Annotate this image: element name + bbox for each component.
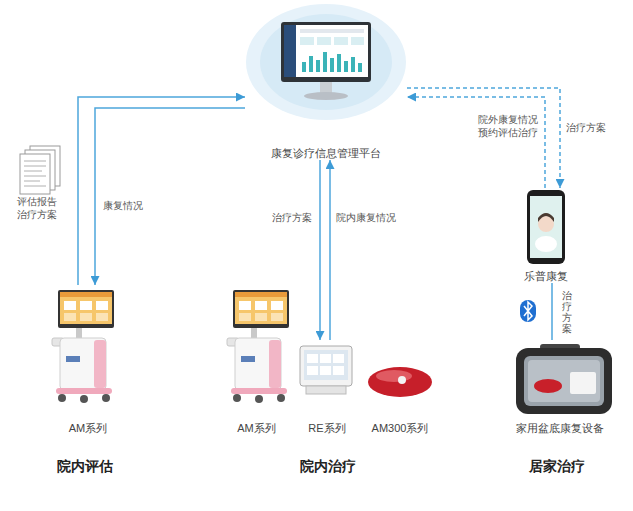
tablet-device (306, 386, 346, 394)
cart-device (52, 290, 114, 403)
platform-monitor (304, 92, 348, 100)
platform-monitor (284, 25, 296, 77)
node-caption: 乐普康复 (524, 270, 568, 283)
phone-device (538, 213, 554, 222)
platform-monitor (300, 37, 314, 45)
red-device (368, 367, 432, 397)
document-icon (20, 154, 50, 194)
platform-monitor (281, 22, 371, 82)
edge-label: 院内康复情况 (336, 212, 396, 225)
node-caption: AM300系列 (372, 422, 429, 435)
bluetooth-icon (520, 300, 536, 322)
flow-connector (78, 97, 245, 285)
tablet-device (333, 354, 344, 363)
section-title: 院内评估 (57, 458, 113, 476)
document-icon (24, 176, 46, 177)
flow-connector (95, 108, 245, 285)
platform-monitor (337, 54, 341, 72)
edge-label: 评估报告 治疗方案 (12, 196, 62, 221)
platform-monitor (330, 58, 334, 72)
edge-label: 院外康复情况 预约评估治疗 (473, 114, 538, 139)
node-caption: 康复诊疗信息管理平台 (271, 147, 381, 160)
node-caption: AM系列 (237, 422, 276, 435)
flow-connector (329, 160, 331, 340)
tablet-device (307, 354, 318, 363)
platform-monitor (358, 63, 362, 72)
platform-monitor (246, 4, 406, 120)
node-caption: AM系列 (69, 422, 108, 435)
platform-monitor (323, 52, 327, 72)
edge-label: 治疗方案 (566, 122, 606, 135)
platform-monitor (309, 56, 313, 72)
platform-monitor (284, 25, 368, 77)
phone-device (527, 190, 565, 264)
platform-monitor (302, 62, 306, 72)
section-title: 院内治疗 (300, 458, 356, 476)
platform-monitor (316, 60, 320, 72)
tablet-device (320, 366, 331, 375)
home-device (570, 372, 596, 394)
platform-monitor (344, 61, 348, 72)
platform-monitor (351, 37, 364, 45)
tablet-device (320, 354, 331, 363)
device-node: AM系列 (215, 285, 298, 435)
platform-monitor (300, 29, 364, 33)
red-device (398, 376, 406, 384)
document-icon (24, 161, 46, 162)
home-device (516, 344, 612, 414)
device-node: AM系列 (40, 285, 136, 435)
device-node: 家用盆底康复设备 (505, 340, 615, 435)
home-device (524, 356, 604, 406)
flow-connector (407, 97, 545, 188)
home-device (516, 348, 612, 414)
tablet-device (300, 346, 352, 394)
edge-label: 康复情况 (103, 200, 143, 213)
edge-label: 治疗方案 (272, 212, 312, 225)
platform-monitor (246, 4, 406, 120)
platform-node: 康复诊疗信息管理平台 (245, 5, 407, 160)
document-icon (24, 186, 46, 187)
platform-monitor (351, 57, 355, 72)
flow-connector (407, 88, 560, 188)
document-icon (24, 181, 40, 182)
platform-monitor (260, 14, 392, 110)
flow-connector (551, 283, 553, 340)
bluetooth-icon (520, 300, 536, 322)
device-node: RE系列 (298, 340, 356, 435)
phone-device (535, 236, 557, 252)
platform-monitor (334, 37, 348, 45)
tablet-device (333, 366, 344, 375)
document-icon (20, 146, 60, 194)
phone-device (530, 196, 562, 258)
red-device (376, 370, 412, 382)
edge-label: 治疗方案 (562, 290, 572, 334)
cart-device (227, 290, 289, 403)
tablet-device (300, 346, 352, 386)
phone-device (527, 190, 565, 264)
home-device (534, 379, 562, 393)
platform-monitor (317, 37, 331, 45)
document-icon (24, 171, 42, 172)
document-icon (24, 166, 46, 167)
red-device (368, 367, 432, 397)
section-title: 居家治疗 (529, 458, 585, 476)
tablet-device (307, 366, 318, 375)
node-caption: RE系列 (308, 422, 345, 435)
home-device (528, 360, 600, 402)
bluetooth-icon (524, 302, 532, 320)
device-node: AM300系列 (360, 360, 440, 435)
flow-connector (319, 160, 321, 340)
tablet-device (304, 350, 348, 380)
app-node: 乐普康复 (515, 188, 577, 283)
node-caption: 家用盆底康复设备 (516, 422, 604, 435)
